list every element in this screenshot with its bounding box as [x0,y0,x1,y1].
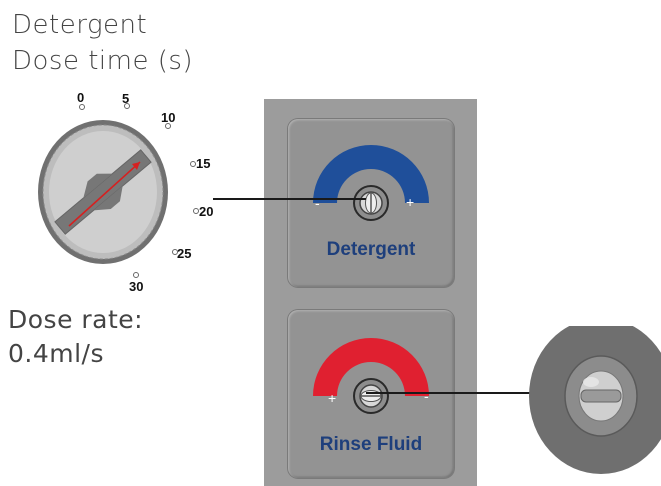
heading-line1: Detergent [12,10,148,40]
scale-dot-30 [133,272,139,278]
scale-label-15: 15 [196,156,211,171]
scale-label-25: 25 [177,246,192,261]
detergent-module: - + Detergent [288,119,454,287]
zoom-screw-slot [580,389,622,403]
detergent-minus: - [315,195,320,211]
scale-label-5: 5 [122,91,130,106]
scale-label-30: 30 [129,279,144,294]
dose-rate-value: 0.4ml/s [8,339,105,368]
scale-dot-25 [172,249,178,255]
scale-dot-0 [79,104,85,110]
scale-dot-10 [165,123,171,129]
dial-grip [54,149,152,235]
dose-rate-label: Dose rate: [8,305,144,334]
detergent-label: Detergent [326,239,416,260]
control-panel: - + Detergent - + Rinse Fluid [264,99,477,486]
dial-pointer-arrowhead-icon [132,162,140,170]
detergent-arc [313,145,429,203]
dose-time-dial[interactable] [36,118,170,266]
rinse-fluid-label: Rinse Fluid [319,434,423,455]
dial-pointer [68,161,141,227]
scale-dot-5 [124,103,130,109]
rinse-fluid-plus: + [328,390,337,406]
scale-dot-20 [193,208,199,214]
scale-label-10: 10 [161,110,176,125]
rinse-fluid-minus: - [424,388,429,404]
scale-label-20: 20 [199,204,214,219]
scale-label-0: 0 [77,90,85,105]
zoomed-screw-detail [529,326,661,474]
scale-dot-15 [190,161,196,167]
rinse-fluid-arc [313,338,429,396]
detergent-plus: + [406,194,415,210]
heading-line2: Dose time (s) [12,46,194,76]
